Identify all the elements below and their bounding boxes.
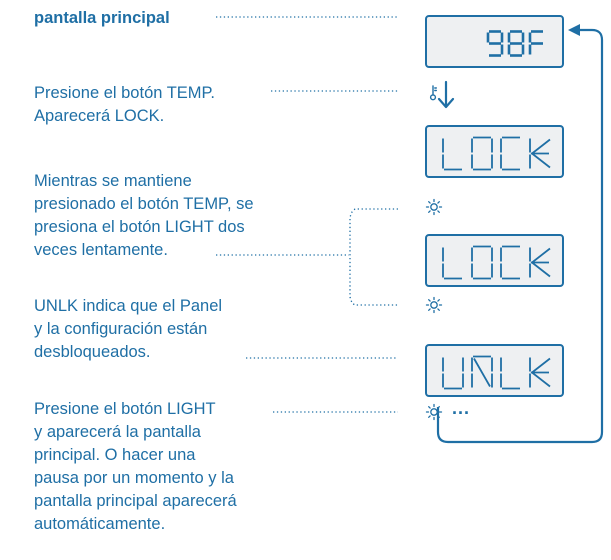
title: pantalla principal	[34, 9, 170, 27]
step4-line4: pausa por un momento y la	[34, 469, 234, 487]
step1-line1: Presione el botón TEMP.	[34, 84, 216, 102]
display-main-screen	[425, 15, 564, 68]
display-seg-1	[486, 30, 543, 57]
lcd-segment	[473, 358, 491, 387]
step4-line3: principal. O hacer una	[34, 446, 196, 464]
display-seg-2	[442, 136, 551, 171]
step2-line2: presionado el botón TEMP, se	[34, 195, 254, 213]
step1-line2: Aparecerá LOCK.	[34, 107, 165, 125]
step4-line2: y aparecerá la pantalla	[34, 423, 201, 441]
display-seg-4	[442, 355, 551, 390]
step4-line1: Presione el botón LIGHT	[34, 400, 216, 418]
step4-line5: pantalla principal aparecerá	[34, 492, 237, 510]
display-lock-2	[425, 234, 564, 287]
light-icon	[425, 403, 443, 421]
light-icon	[425, 198, 443, 216]
wait-indicator: ...	[452, 398, 471, 418]
display-seg-3	[442, 245, 551, 280]
step4-line6: automáticamente.	[34, 515, 166, 533]
step2-line3: presiona el botón LIGHT dos	[34, 218, 245, 236]
step2-line4: veces lentamente.	[34, 241, 168, 259]
leader-bracket	[349, 208, 398, 306]
thermometer-icon	[429, 85, 438, 101]
step3-line3: desbloqueados.	[34, 343, 151, 361]
display-lock-1	[425, 125, 564, 178]
step3-line1: UNLK indica que el Panel	[34, 297, 223, 315]
light-icon	[425, 296, 443, 314]
step3-line2: y la configuración están	[34, 320, 208, 338]
step2-line1: Mientras se mantiene	[34, 172, 192, 190]
display-unlk	[425, 344, 564, 397]
